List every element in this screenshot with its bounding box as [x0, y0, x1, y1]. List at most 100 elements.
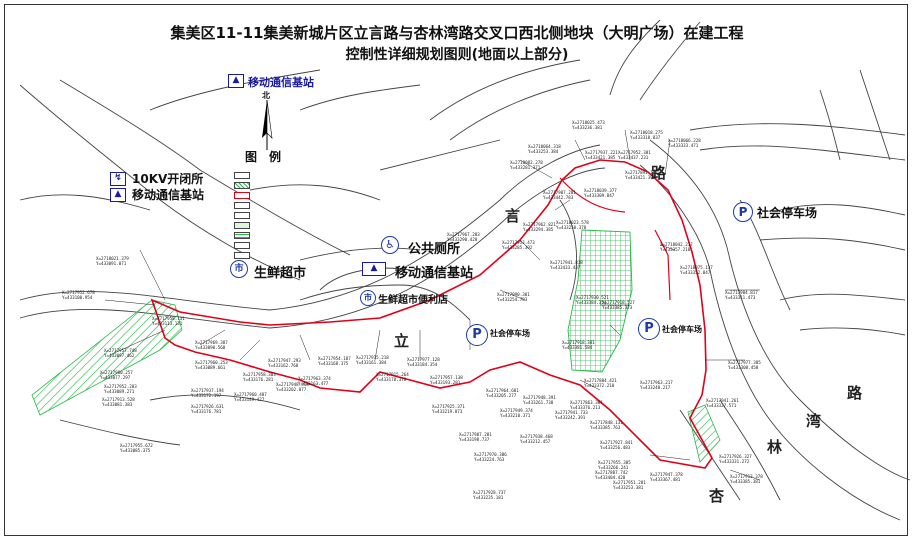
legend-swatch	[234, 242, 250, 249]
map-title: 集美区11-11集美新城片区立言路与杏林湾路交叉口西北侧地块（大明广场）在建工程	[170, 24, 744, 42]
toilet-label: 公共厕所	[408, 242, 461, 257]
leader-lines	[104, 129, 761, 481]
legend-swatch	[234, 182, 250, 189]
legend-title: 图 例	[245, 150, 282, 164]
site-boundary	[150, 159, 713, 469]
toilet-icon: ♿	[381, 236, 399, 254]
antenna-icon: ▲	[110, 188, 126, 202]
switch-station-label: 10KV开闭所	[132, 172, 204, 186]
parking-a-label: 社会停车场	[490, 329, 530, 338]
parking-icon: P	[638, 318, 660, 340]
legend-swatch	[234, 172, 250, 179]
antenna-icon: ▲	[228, 74, 244, 88]
green-belt-west	[31, 299, 183, 416]
legend-swatch	[234, 192, 250, 199]
legend-swatch	[234, 202, 250, 209]
parking-icon: P	[466, 324, 488, 346]
road-label: 立	[394, 332, 410, 350]
road-network	[19, 19, 911, 521]
parking-b-label: 社会停车场	[662, 325, 702, 334]
antenna-icon: ▲	[362, 262, 386, 276]
legend-swatch	[234, 212, 250, 219]
telecom-legend-label: 移动通信基站	[132, 188, 205, 202]
legend-swatch	[234, 232, 250, 239]
fresh-store-label: 生鲜超市便利店	[378, 295, 448, 306]
market-icon: 市	[230, 260, 248, 278]
legend-swatch	[234, 222, 250, 229]
map-subtitle: 控制性详细规划图则(地面以上部分)	[345, 47, 569, 63]
parking-icon: P	[733, 202, 753, 222]
map-frame	[4, 4, 908, 536]
north-arrow-icon	[262, 99, 273, 150]
green-belt-east	[687, 404, 721, 463]
parking-public-label: 社会停车场	[757, 206, 818, 220]
north-label: 北	[262, 91, 270, 100]
market-icon: 市	[360, 290, 376, 306]
road-label: 言	[505, 207, 521, 225]
telecom-label-top: 移动通信基站	[248, 76, 314, 89]
road-label: 路	[847, 384, 863, 402]
